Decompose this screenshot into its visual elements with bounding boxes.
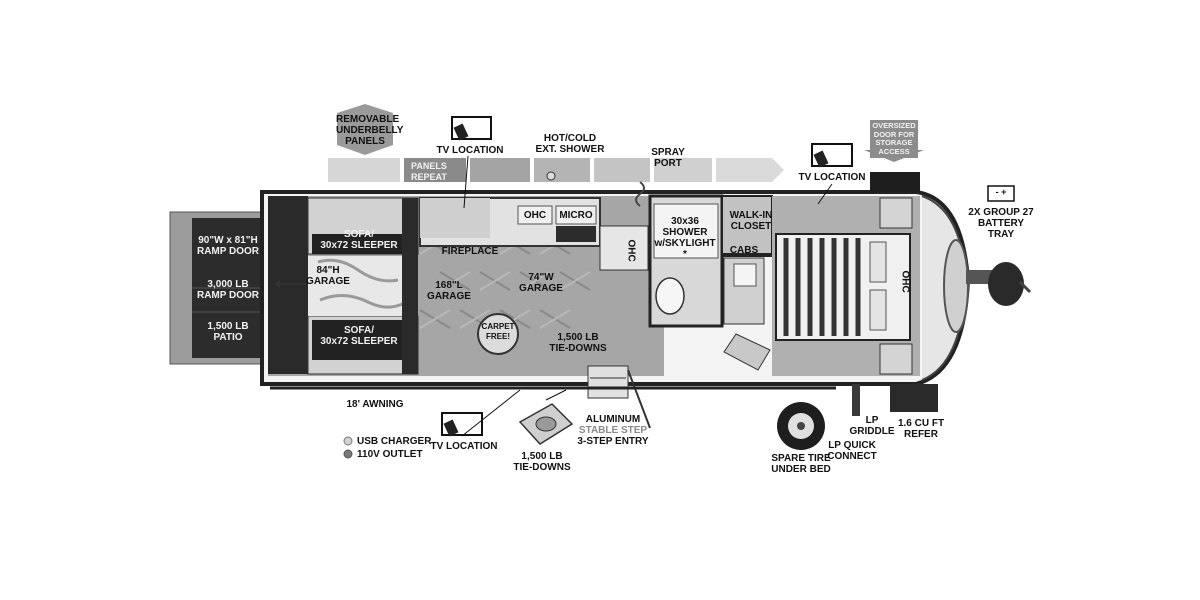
spray-port-label: SPRAY PORT: [651, 147, 685, 169]
usb-charger-icon: [343, 436, 353, 446]
ramp-door-size-label: 90"W x 81"H RAMP DOOR: [196, 235, 260, 257]
ohc-side-label: OHC: [625, 239, 637, 262]
battery-symbol: - +: [995, 187, 1007, 197]
garage-length-label: 168"L GARAGE: [427, 280, 471, 302]
storage-door-arrow-icon: [864, 120, 924, 162]
ramp-door-patio: [169, 211, 265, 365]
entry-steps: [587, 333, 771, 429]
tie-down-icon: [518, 389, 574, 445]
panels-repeat-label: PANELS REPEAT: [411, 161, 447, 182]
spray-port-hose-icon: [635, 181, 645, 207]
carpet-free-badge: [477, 313, 519, 355]
hitch: [966, 262, 1032, 306]
garage-width-label: 74"W GARAGE: [519, 272, 563, 294]
tv-icon: [441, 412, 483, 437]
tie-downs-label: 1,500 LB TIE-DOWNS: [513, 451, 571, 473]
closet-area: [721, 195, 773, 257]
lp-griddle-label: LP GRIDDLE: [849, 415, 895, 437]
storage-door: [870, 172, 920, 192]
tie-downs-label: 1,500 LB TIE-DOWNS: [549, 332, 607, 354]
sofa-sleeper-label: SOFA/ 30x72 SLEEPER: [320, 229, 398, 251]
walk-in-closet-label: WALK-IN CLOSET: [729, 210, 773, 232]
ohc-kitchen-label: OHC: [523, 210, 547, 221]
tv-icon: [451, 116, 492, 141]
ohc-bedroom-label: OHC: [899, 270, 911, 293]
usb-charger-label: USB CHARGER: [357, 436, 432, 447]
refer-unit: [890, 384, 938, 412]
tv-location-label: TV LOCATION: [436, 145, 504, 156]
tv-icon: [811, 143, 853, 168]
bedroom: [772, 196, 920, 376]
spare-tire-icon: [777, 402, 825, 450]
carpet-free-label: CARPET FREE!: [481, 322, 515, 341]
sofa-sleeper-label: SOFA/ 30x72 SLEEPER: [320, 325, 398, 347]
removable-underbelly-label: REMOVABLE UNDERBELLY PANELS: [336, 114, 404, 147]
shower-label: 30x36 SHOWER w/SKYLIGHT *: [654, 216, 716, 260]
battery-icon: [987, 185, 1015, 202]
fireplace-label: FIREPLACE: [441, 246, 499, 257]
aluminum-step-label: ALUMINUM STABLE STEP 3-STEP ENTRY: [577, 414, 649, 447]
awning-label: 18' AWNING: [346, 399, 404, 410]
lp-quick-connect-label: LP QUICK CONNECT: [827, 440, 877, 462]
oversized-door-label: OVERSIZED DOOR FOR STORAGE ACCESS: [872, 121, 916, 156]
cabs-label: CABS: [729, 245, 759, 256]
outlet-icon: [343, 449, 353, 459]
kitchen-counter: [419, 197, 649, 271]
bathroom: [648, 194, 765, 328]
garage-height-label: 84"H GARAGE: [306, 265, 350, 287]
microwave-label: MICRO: [559, 210, 593, 221]
battery-tray-label: 2X GROUP 27 BATTERY TRAY: [968, 207, 1034, 240]
underbelly-panel-banner: [328, 158, 784, 182]
shower-fixture-icon: [546, 171, 556, 181]
garage-sofas: [268, 196, 419, 375]
patio-capacity-label: 1,500 LB PATIO: [207, 321, 249, 343]
refer-label: 1.6 CU FT REFER: [897, 418, 945, 440]
ext-shower-label: HOT/COLD EXT. SHOWER: [535, 133, 605, 155]
outlet-label: 110V OUTLET: [357, 449, 423, 460]
spare-tire-label: SPARE TIRE UNDER BED: [771, 453, 831, 475]
tv-location-label: TV LOCATION: [798, 172, 866, 183]
underbelly-arrow-icon: [337, 104, 393, 155]
tv-location-label: TV LOCATION: [430, 441, 498, 452]
griddle-unit: [852, 384, 860, 416]
ramp-door-capacity-label: 3,000 LB RAMP DOOR: [196, 279, 260, 301]
